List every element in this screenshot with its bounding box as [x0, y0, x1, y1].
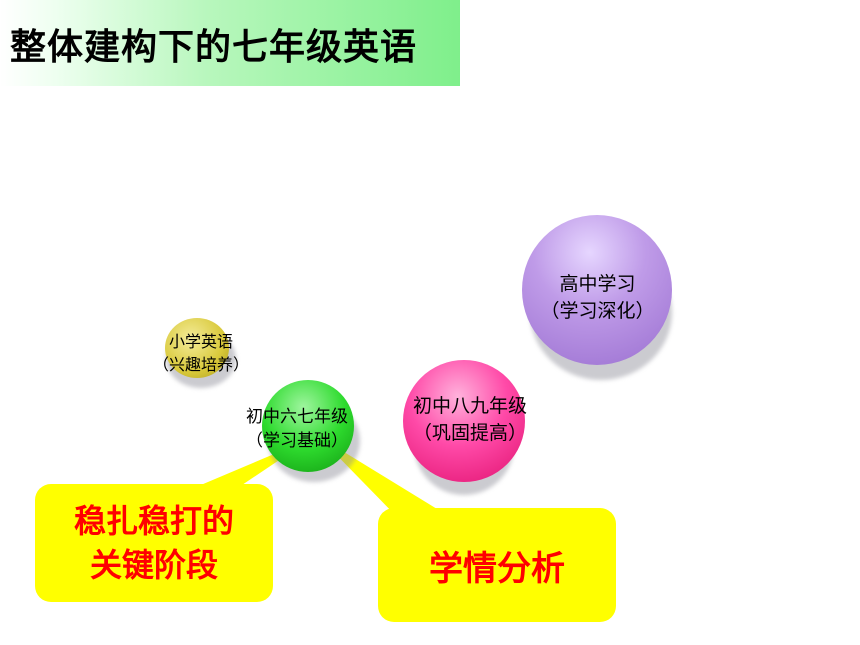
learning-analysis-text: 学情分析: [429, 548, 565, 589]
senior-high-bubble: [522, 215, 672, 365]
senior-high-label: 高中学习 （学习深化）: [520, 271, 675, 325]
senior-high-subtitle: （学习深化）: [540, 300, 655, 322]
primary-english-title: 小学英语: [168, 332, 233, 351]
key-stage-line1: 稳扎稳打的: [73, 502, 234, 540]
junior89-bubble: [403, 360, 525, 482]
key-stage-callout: 稳扎稳打的 关键阶段: [35, 484, 273, 602]
primary-english-label: 小学英语 （兴趣培养）: [142, 330, 260, 376]
primary-english-subtitle: （兴趣培养）: [152, 355, 249, 374]
junior67-label: 初中六七年级 （学习基础）: [222, 405, 372, 453]
primary-english-bubble: [165, 318, 229, 378]
learning-analysis-callout: 学情分析: [378, 508, 616, 622]
junior89-label: 初中八九年级 （巩固提高）: [390, 393, 550, 447]
right-callout-pointer: [318, 436, 455, 520]
junior89-subtitle: （巩固提高）: [412, 422, 527, 444]
senior-high-title: 高中学习: [559, 273, 636, 295]
junior89-title: 初中八九年级: [412, 395, 527, 417]
title-banner: 整体建构下的七年级英语: [0, 0, 460, 86]
page-title: 整体建构下的七年级英语: [10, 27, 418, 68]
junior67-subtitle: （学习基础）: [246, 431, 348, 451]
junior67-title: 初中六七年级: [246, 407, 348, 427]
key-stage-line2: 关键阶段: [89, 546, 218, 584]
junior67-bubble: [262, 380, 354, 472]
